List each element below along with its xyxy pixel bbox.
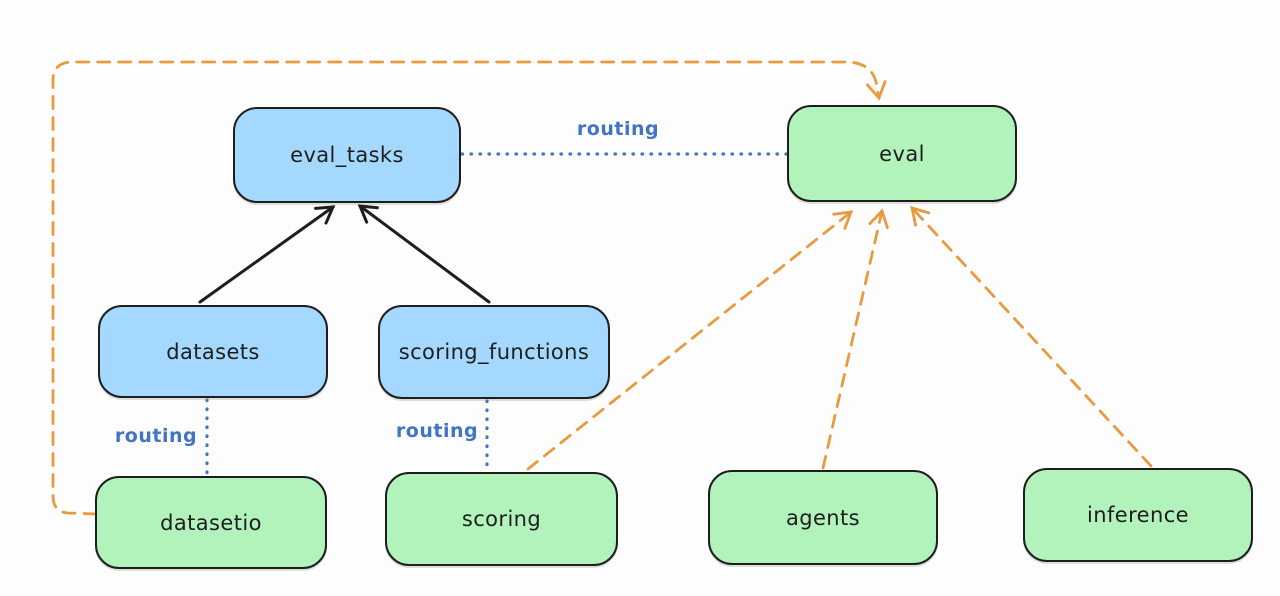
edge-scoring-functions-to-eval-tasks: [357, 204, 491, 304]
node-inference-label: inference: [1087, 503, 1189, 527]
node-scoring-functions: scoring_functions: [378, 305, 610, 399]
node-datasets: datasets: [98, 305, 328, 398]
node-eval-label: eval: [879, 141, 925, 166]
edge-datasetio-to-eval: [51, 60, 887, 516]
node-eval-tasks-label: eval_tasks: [290, 143, 404, 167]
node-scoring-functions-label: scoring_functions: [398, 340, 590, 364]
edge-scoring-to-eval: [526, 210, 854, 471]
node-inference: inference: [1023, 468, 1253, 562]
edge-datasets-to-eval-tasks: [198, 205, 336, 304]
node-datasetio: datasetio: [95, 476, 327, 569]
node-agents-label: agents: [785, 505, 860, 530]
node-eval: eval: [787, 105, 1017, 202]
edge-inference-to-eval: [910, 206, 1153, 468]
routing-label-scoring-functions-scoring: routing: [395, 420, 479, 442]
routing-label-datasets-datasetio: routing: [114, 425, 198, 447]
routing-label-eval-tasks-eval: routing: [576, 118, 660, 140]
node-scoring: scoring: [385, 472, 618, 566]
node-datasets-label: datasets: [166, 339, 260, 364]
node-scoring-label: scoring: [461, 507, 542, 531]
node-eval-tasks: eval_tasks: [233, 107, 461, 203]
node-datasetio-label: datasetio: [160, 510, 262, 535]
node-agents: agents: [708, 470, 938, 565]
edge-agents-to-eval: [821, 208, 889, 470]
